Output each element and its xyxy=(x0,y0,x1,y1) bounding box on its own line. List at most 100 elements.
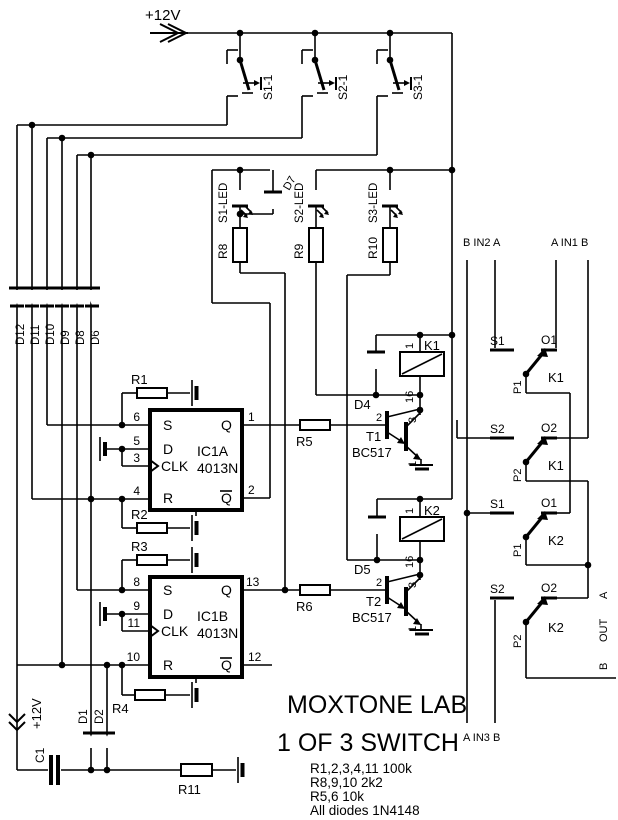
contact3-o-label: O1 xyxy=(541,496,557,510)
resistor-r4-label: R4 xyxy=(112,701,129,716)
power-bottom-label: +12V xyxy=(29,698,44,729)
switch-arm xyxy=(313,59,326,91)
io-in3-label: A IN3 B xyxy=(463,732,500,744)
t2-pin-b: 2 xyxy=(376,577,382,589)
diode-d5-symbol xyxy=(368,519,386,534)
power-arrow-icon xyxy=(8,713,26,724)
relay-k2-pin16: 16 xyxy=(404,556,416,568)
ic1a-pin-clk: CLK xyxy=(161,458,189,474)
switch-s1-1: S1-1 xyxy=(226,33,275,125)
ic1a-num-4: 4 xyxy=(133,484,140,498)
ic1b-pin-r: R xyxy=(163,657,173,673)
ic1a-name: IC1A xyxy=(197,443,229,459)
contact3-p-label: P1 xyxy=(512,544,524,557)
resistor-r3: R3 xyxy=(121,539,199,590)
driver-k1: R5 K1 1 16 D4 2 3 1 T1 BC517 xyxy=(296,331,456,471)
diode-d10-symbol xyxy=(40,290,54,305)
ic1a-part: 4013N xyxy=(197,460,238,476)
emitter-arrow-icon xyxy=(397,437,405,444)
diode-d11-symbol xyxy=(25,290,39,305)
contact1-p-label: P1 xyxy=(512,381,524,394)
ic1a-pin-s: S xyxy=(163,417,172,433)
diode-d2: D2 xyxy=(94,665,115,770)
ic1b: S D CLK R Q Q IC1B 4013N 8 9 11 10 13 12 xyxy=(17,575,300,683)
contact-k1-p1: S1 O1 P1 K1 xyxy=(490,333,571,513)
ic1b-num-11: 11 xyxy=(128,616,141,630)
power-entry-bottom: +12V xyxy=(8,698,44,732)
transistor-t2-label: T2 xyxy=(366,594,381,609)
switch-s2-1: S2-1 xyxy=(301,33,350,138)
resistor-r10-label: R10 xyxy=(366,237,380,259)
ic1b-pin-clk: CLK xyxy=(161,623,189,639)
relay-k2-label: K2 xyxy=(424,503,440,518)
contact-arrow-icon xyxy=(537,436,548,445)
contact3-k-label: K2 xyxy=(548,533,564,548)
resistor-r9-symbol xyxy=(308,227,324,263)
ic1a-num-5: 5 xyxy=(133,434,140,448)
diode-matrix: D12 D11 D10 D9 D8 D6 xyxy=(9,286,102,345)
left-bus-wires xyxy=(16,125,92,770)
diode-d1: D1 xyxy=(78,709,99,748)
resistor-r1: R1 xyxy=(121,372,199,425)
emitter-arrow-icon xyxy=(413,618,421,625)
switch-s3-label: S3-1 xyxy=(411,74,425,100)
contact1-o-label: O1 xyxy=(541,333,557,347)
contact1-k-label: K1 xyxy=(548,370,564,385)
actuator-arrow-icon xyxy=(254,80,260,86)
led-s2-label: S2-LED xyxy=(294,183,306,223)
transistor-t1-label: T1 xyxy=(366,429,381,444)
resistor-r11: R11 xyxy=(178,757,245,797)
resistor-r4: R4 xyxy=(112,665,199,716)
resistor-r2: R2 xyxy=(121,499,199,541)
resistor-r5-label: R5 xyxy=(296,434,313,449)
led-s3-label: S3-LED xyxy=(368,183,380,223)
diode-d12-label: D12 xyxy=(15,324,27,345)
actuator-arrow-icon xyxy=(329,80,335,86)
io-out-a-label: A xyxy=(598,591,610,599)
diode-d4-label: D4 xyxy=(354,397,371,412)
ic1a: S D CLK R Q Q IC1A 4013N 6 5 3 4 1 2 xyxy=(32,408,300,516)
contact-k2-p2: S2 O2 P2 K2 xyxy=(490,581,616,679)
driver-k2: R6 K2 1 16 D5 2 3 1 T2 BC517 xyxy=(296,495,452,636)
diode-d9-symbol xyxy=(55,290,69,305)
contact-arrow-icon xyxy=(537,511,548,520)
led-s1-label: S1-LED xyxy=(218,183,230,223)
io-in1-label: A IN1 B xyxy=(551,237,588,249)
contact-k2-p1: S1 O1 P1 K2 xyxy=(467,496,592,569)
ic1b-num-10: 10 xyxy=(127,650,141,664)
resistor-r5-symbol xyxy=(299,419,331,431)
diode-d8-label: D8 xyxy=(75,330,87,345)
io-out-label: OUT xyxy=(598,619,610,643)
contact4-p-label: P2 xyxy=(512,635,524,648)
note-4: All diodes 1N4148 xyxy=(310,803,420,818)
power-arrow-icon xyxy=(167,23,189,43)
power-arrow-icon xyxy=(8,721,26,732)
ic1b-part: 4013N xyxy=(197,625,238,641)
resistor-r9-label: R9 xyxy=(292,243,306,259)
ic1a-num-3: 3 xyxy=(133,451,140,465)
t2-pin-e: 1 xyxy=(407,626,419,632)
power-entry-top: +12V xyxy=(145,7,452,43)
resistor-r6-symbol xyxy=(299,584,331,596)
ic1b-num-13: 13 xyxy=(246,575,260,589)
contact4-s-label: S2 xyxy=(490,582,505,596)
resistor-r2-symbol xyxy=(136,522,168,534)
switch-s3-1: S3-1 xyxy=(376,33,425,155)
ic1a-num-2: 2 xyxy=(248,483,255,497)
resistor-r3-symbol xyxy=(136,554,168,566)
relay-k1-pin1: 1 xyxy=(404,343,416,349)
contact-arrow-icon xyxy=(537,596,548,605)
relay-k1-label: K1 xyxy=(424,338,440,353)
diode-d5-label: D5 xyxy=(354,562,371,577)
resistor-r11-symbol xyxy=(180,763,213,777)
ic1b-pin-d: D xyxy=(163,606,173,622)
led-ray-icon xyxy=(398,210,403,215)
resistor-r11-label: R11 xyxy=(178,782,201,797)
cap-c1: C1 xyxy=(17,747,181,785)
contact-arrow-icon xyxy=(537,348,548,357)
contact4-o-label: O2 xyxy=(541,581,557,595)
led-s3-symbol xyxy=(382,190,398,205)
transistor-t1-part: BC517 xyxy=(352,445,392,460)
ic1b-name: IC1B xyxy=(197,608,228,624)
